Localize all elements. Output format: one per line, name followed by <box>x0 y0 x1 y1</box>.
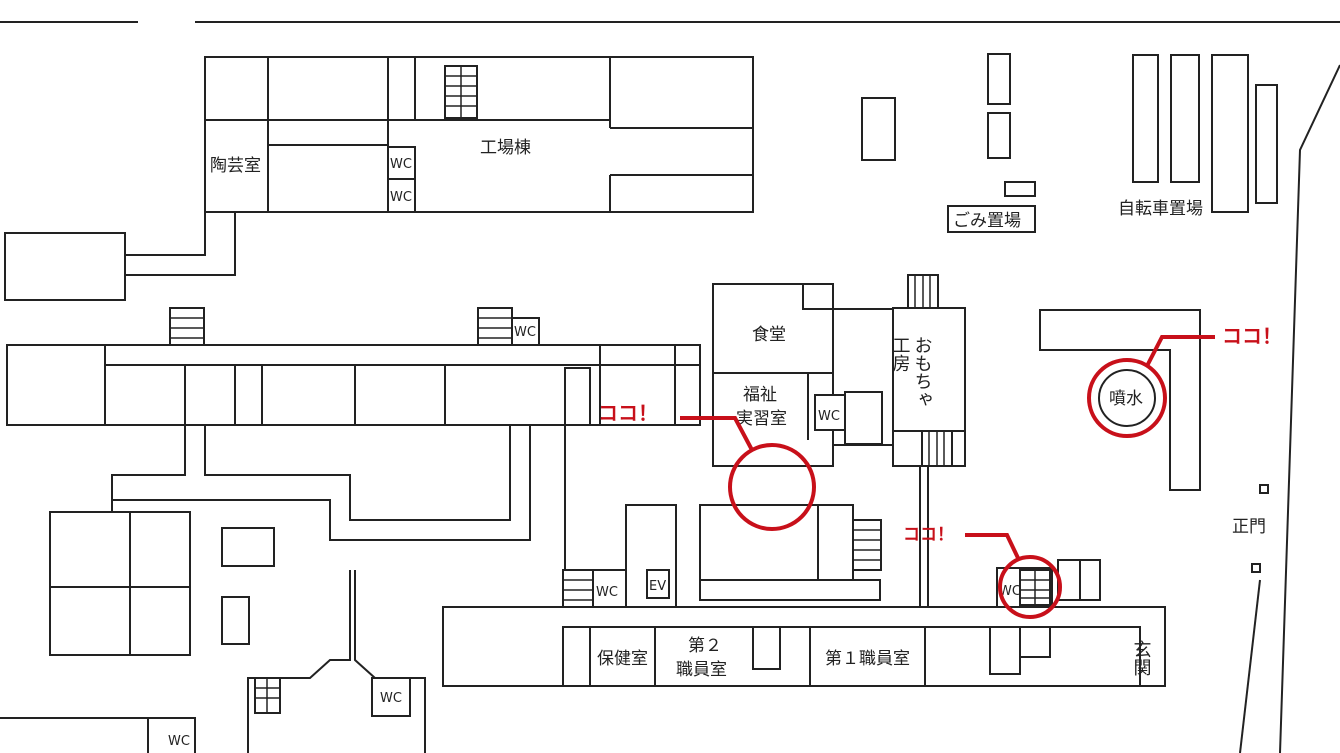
wc-label: WC <box>818 409 840 424</box>
middle-block: WC EV <box>562 504 882 608</box>
wc-label: WC <box>596 585 618 600</box>
ev-label: EV <box>649 579 666 594</box>
room-label-welfare-1: 福祉 <box>743 385 777 405</box>
gate-post <box>1259 484 1269 494</box>
cafeteria-block: WC 食堂 福祉 実習室 <box>712 283 894 467</box>
toy-workshop: おもちゃ 工房 <box>890 274 966 607</box>
road-edge <box>1239 579 1261 753</box>
gate-post <box>1251 563 1261 573</box>
room-label-toy-2: 工房 <box>890 336 911 372</box>
factory-building: 陶芸室 工場棟 WC WC <box>204 56 754 213</box>
west-building: WC <box>6 307 701 426</box>
room-label-bicycle: 自転車置場 <box>1118 199 1203 219</box>
room-label-health: 保健室 <box>597 649 648 669</box>
room-label-fountain: 噴水 <box>1109 389 1143 409</box>
wc-label: WC <box>999 584 1021 599</box>
corridor <box>111 367 591 600</box>
marker-entrance-stairs: ココ！ <box>903 525 1062 619</box>
room-label-cafeteria: 食堂 <box>752 325 786 345</box>
marker-welfare: ココ！ <box>598 401 816 531</box>
room-label-entrance: 玄関 <box>1131 640 1152 676</box>
room-label-pottery: 陶芸室 <box>210 156 261 176</box>
room-label-factory: 工場棟 <box>480 138 531 158</box>
building-block <box>4 232 126 301</box>
southwest-buildings: WC WC <box>0 500 426 753</box>
wc-label: WC <box>390 157 412 172</box>
room-label-garbage: ごみ置場 <box>953 211 1021 231</box>
room-label-staff2-1: 第２ <box>688 636 722 656</box>
marker-label: ココ！ <box>903 525 954 545</box>
office-building: 保健室 第２ 職員室 第１職員室 玄関 WC <box>442 559 1166 687</box>
fountain-area: 噴水 <box>1039 309 1201 491</box>
room-label-staff1: 第１職員室 <box>825 649 910 669</box>
room-label-main-gate: 正門 <box>1232 517 1266 537</box>
wc-label: WC <box>168 734 190 749</box>
marker-fountain: ココ！ <box>1087 324 1282 438</box>
road-edge <box>1279 64 1340 753</box>
wc-label: WC <box>390 190 412 205</box>
marker-label: ココ！ <box>1222 324 1282 348</box>
room-label-welfare-2: 実習室 <box>736 409 787 429</box>
marker-label: ココ！ <box>598 401 658 425</box>
room-label-staff2-2: 職員室 <box>676 660 727 680</box>
wc-label: WC <box>514 325 536 340</box>
corridor <box>125 211 236 276</box>
room-label-toy-1: おもちゃ <box>912 336 933 408</box>
wc-label: WC <box>380 691 402 706</box>
sheds: ごみ置場 自転車置場 <box>861 53 1278 233</box>
